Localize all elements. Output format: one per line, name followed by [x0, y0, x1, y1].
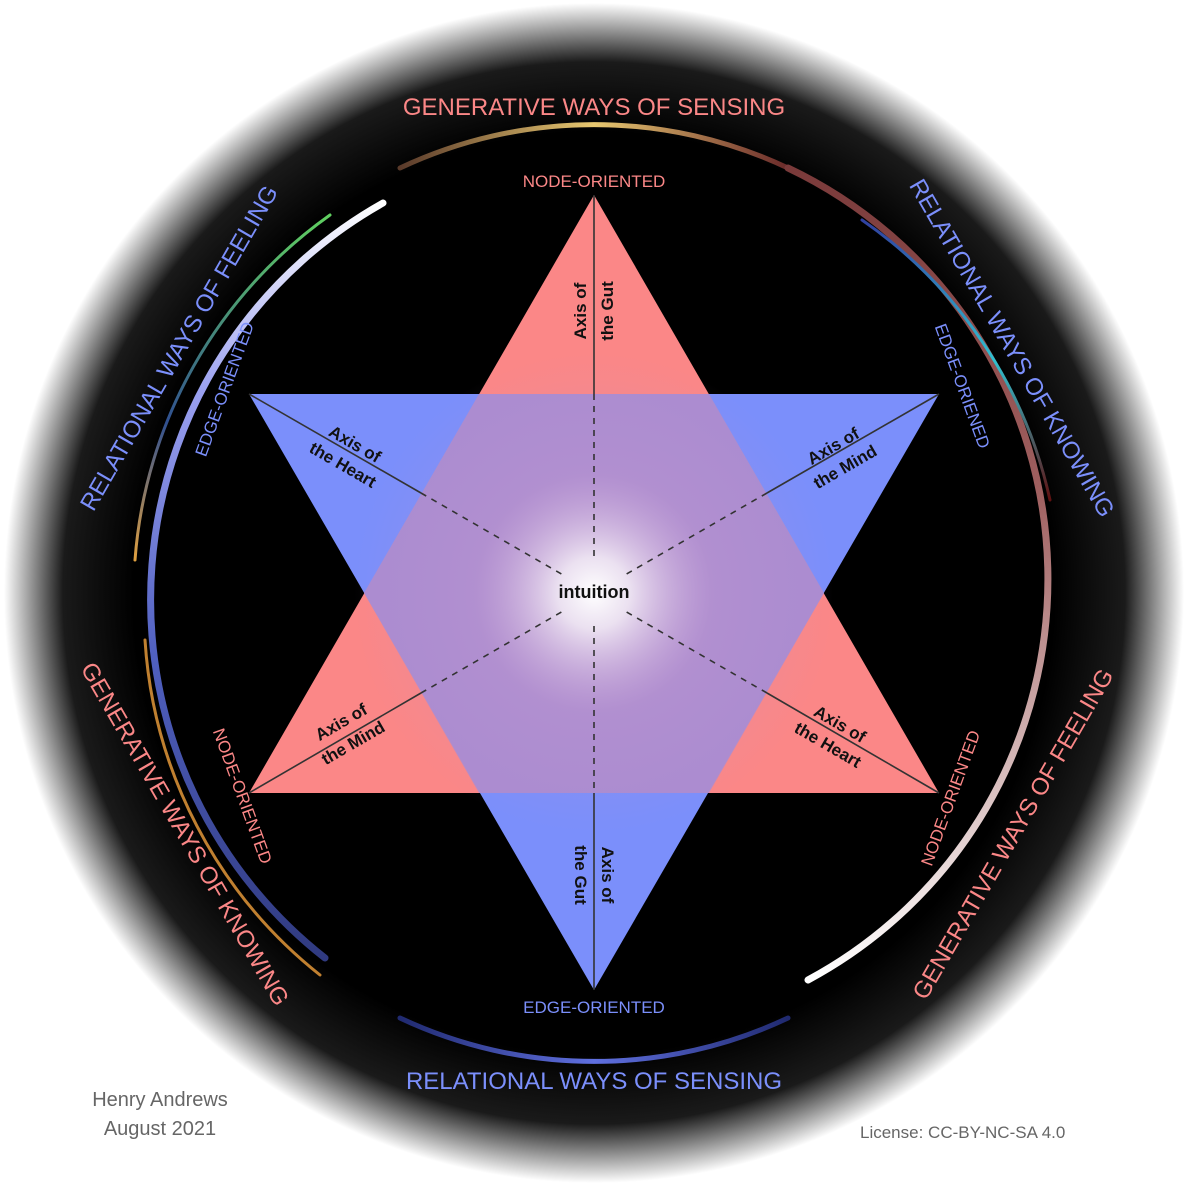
ring-arc-lower-left-inner — [143, 638, 322, 977]
axis-line-ur-dashed — [622, 492, 768, 577]
author-date: August 2021 — [103, 1118, 217, 1140]
svg-text:the Gut: the Gut — [571, 845, 590, 905]
label-relational-sensing: RELATIONAL WAYS OF SENSING — [406, 1068, 782, 1095]
label-generative-sensing: GENERATIVE WAYS OF SENSING — [403, 94, 785, 121]
svg-text:the Gut: the Gut — [598, 281, 617, 341]
author-name: Henry Andrews — [92, 1089, 228, 1111]
svg-text:Axis of: Axis of — [598, 847, 617, 904]
license-text: License: CC-BY-NC-SA 4.0 — [860, 1123, 1066, 1142]
ring-arc-bottom — [397, 1015, 791, 1064]
author-credit: Henry Andrews August 2021 — [60, 1086, 260, 1144]
outer-rings — [133, 122, 1052, 1064]
vertex-label-bottom: EDGE-ORIENTED — [523, 998, 665, 1017]
axis-line-ul-solid — [248, 393, 422, 494]
vertex-label-top: NODE-ORIENTED — [523, 172, 666, 191]
axis-line-ll-solid — [248, 692, 422, 794]
axis-line-ul-dashed — [420, 492, 566, 577]
center-glow — [354, 353, 834, 833]
axis-line-lr-dashed — [622, 609, 768, 694]
ring-arc-left-inner — [133, 213, 332, 562]
ring-arc-left — [147, 199, 387, 962]
axis-line-lr-solid — [766, 692, 940, 794]
ring-arc-top — [397, 122, 791, 171]
axis-label-bottom: Axis of the Gut — [571, 845, 617, 905]
svg-text:Axis of: Axis of — [571, 282, 590, 339]
axes — [248, 195, 940, 990]
ring-arc-right — [784, 164, 1052, 984]
axis-label-top: Axis of the Gut — [571, 281, 617, 341]
center-label: intuition — [559, 582, 630, 602]
axis-line-ur-solid — [766, 393, 940, 494]
axis-line-ll-dashed — [420, 609, 566, 694]
ring-arc-right-inner — [860, 218, 1052, 502]
